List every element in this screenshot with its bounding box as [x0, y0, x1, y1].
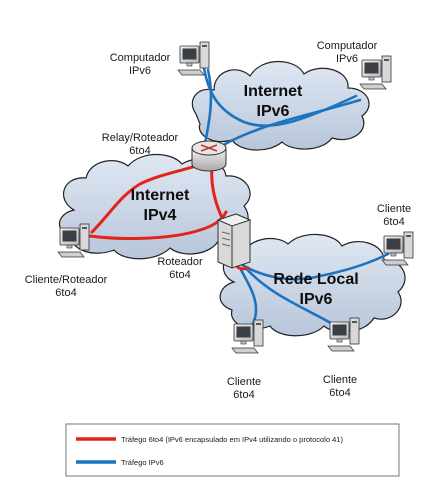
cloud-label-internet-ipv4-line1: Internet — [131, 187, 190, 204]
cloud-internet-ipv6 — [191, 61, 370, 151]
device-label-computador-right-line1: Computador — [317, 40, 378, 52]
computer-icon — [231, 319, 264, 354]
cloud-label-internet-ipv4-line2: IPv4 — [144, 207, 177, 224]
device-label-relay-line1: Relay/Roteador — [102, 132, 179, 144]
server-router-icon — [216, 213, 252, 269]
cloud-internet-ipv4 — [58, 154, 251, 260]
legend-label-6to4: Tráfego 6to4 (IPv6 encapsulado em IPv4 u… — [121, 435, 343, 444]
cloud-label-internet-ipv6-line1: Internet — [244, 83, 303, 100]
computer-icon — [381, 231, 414, 266]
legend-label-ipv6: Tráfego IPv6 — [121, 458, 164, 467]
device-label-cliente-bottom-left-line2: 6to4 — [233, 389, 254, 401]
device-label-computador-left-line1: Computador — [110, 52, 171, 64]
legend-box — [65, 423, 400, 477]
cloud-label-rede-local-line1: Rede Local — [273, 271, 358, 288]
ipv6-line — [210, 98, 362, 154]
device-label-cliente-right-line1: Cliente — [377, 203, 411, 215]
computer-icon — [327, 317, 360, 352]
computer-icon — [359, 55, 392, 90]
ipv6-line — [202, 68, 213, 150]
device-label-relay-line2: 6to4 — [129, 145, 150, 157]
device-label-roteador-line1: Roteador — [157, 256, 203, 268]
ipv6-line — [236, 252, 390, 281]
device-label-cliente-right-line2: 6to4 — [383, 216, 404, 228]
6to4-line — [90, 162, 204, 234]
cloud-label-rede-local-line2: IPv6 — [300, 291, 333, 308]
device-label-computador-left-line2: IPv6 — [129, 65, 151, 77]
cloud-label-internet-ipv6-line2: IPv6 — [257, 103, 290, 120]
device-label-cliente-roteador-line1: Cliente/Roteador — [25, 274, 108, 286]
legend: Tráfego 6to4 (IPv6 encapsulado em IPv4 u… — [65, 423, 400, 477]
device-label-cliente-bottom-left-line1: Cliente — [227, 376, 261, 388]
device-label-cliente-bottom-right-line1: Cliente — [323, 374, 357, 386]
device-label-cliente-roteador-line2: 6to4 — [55, 287, 76, 299]
device-label-roteador-line2: 6to4 — [169, 269, 190, 281]
computer-icon — [57, 223, 90, 258]
ipv6-line — [242, 264, 338, 328]
device-label-computador-right-line2: IPv6 — [336, 53, 358, 65]
router-icon — [191, 140, 227, 172]
device-label-cliente-bottom-right-line2: 6to4 — [329, 387, 350, 399]
